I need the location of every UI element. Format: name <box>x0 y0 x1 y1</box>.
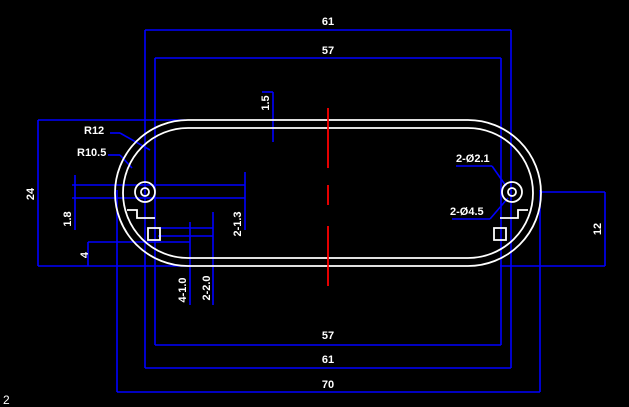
label-hole-small: 2-Ø2.1 <box>456 153 490 165</box>
right-mount-boss <box>501 181 523 203</box>
right-slot-upper <box>500 209 528 219</box>
label-wall-1-5: 1.5 <box>260 95 272 110</box>
label-base-offset: 4 <box>79 251 91 258</box>
profile-outline <box>114 119 542 267</box>
dimension-labels: 61 57 57 61 70 24 12 1.5 R12 R10.5 2-Ø2.… <box>3 16 604 407</box>
label-slot-depth: 1.8 <box>62 211 74 226</box>
inner-contour <box>122 127 534 259</box>
label-top-57: 57 <box>322 45 334 57</box>
left-slot-lower <box>147 227 161 241</box>
page-number: 2 <box>3 393 10 407</box>
label-overall-70: 70 <box>322 379 334 391</box>
left-slot-upper <box>127 209 155 219</box>
right-mount-hole <box>507 187 517 197</box>
left-mount-boss <box>134 181 156 203</box>
outer-contour <box>114 119 542 267</box>
left-mount-hole <box>140 187 150 197</box>
label-slot-gap: 2-1.3 <box>232 211 244 236</box>
label-top-61: 61 <box>322 16 334 28</box>
label-bottom-57: 57 <box>322 330 334 342</box>
right-slot-lower <box>493 227 507 241</box>
label-height-24: 24 <box>25 187 37 200</box>
label-slot-width-b: 2-2.0 <box>201 275 213 300</box>
leader-hole-small-b <box>491 165 507 187</box>
dimension-lines <box>37 29 606 393</box>
label-bottom-61: 61 <box>322 354 334 366</box>
leader-hole-large-b <box>489 197 509 220</box>
label-r10-5: R10.5 <box>77 147 106 159</box>
label-height-12: 12 <box>592 223 604 235</box>
leader-r105-b <box>119 154 133 169</box>
label-slot-width-a: 4-1.0 <box>177 277 189 302</box>
label-hole-large: 2-Ø4.5 <box>450 206 484 218</box>
label-r12: R12 <box>84 125 104 137</box>
